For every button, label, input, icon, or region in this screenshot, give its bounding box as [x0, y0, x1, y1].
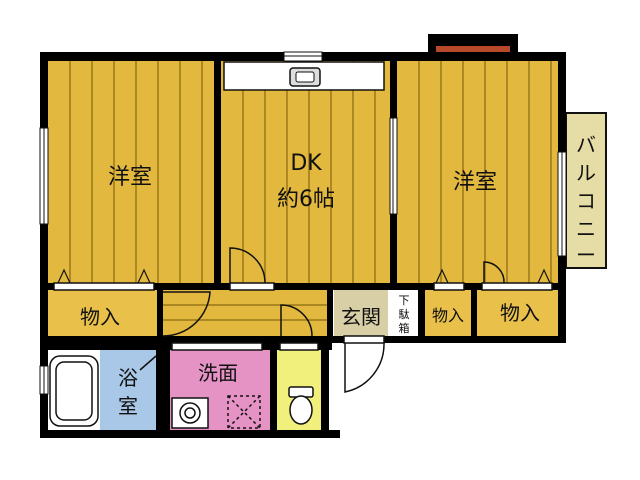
washing-machine-icon: [227, 395, 261, 429]
label-balcony-5: ー: [576, 243, 596, 267]
label-genkan: 玄関: [341, 305, 381, 329]
label-storage-right: 物入: [500, 301, 540, 325]
door-swing-toilet: [280, 304, 313, 337]
label-geta-2: 駄: [399, 307, 410, 321]
label-western-right: 洋室: [453, 170, 497, 195]
door-swing-hall: [162, 291, 211, 337]
labels: 洋室 DK 約6帖 洋室 物入 玄関 下 駄 箱 物入 物入 バ ル コ ニ ー…: [80, 133, 596, 418]
floor-western-right: [397, 60, 559, 283]
label-bath-2: 室: [118, 394, 138, 418]
kitchen-counter: [223, 61, 385, 91]
floor-dk: [221, 60, 391, 283]
floor-western-left: [47, 60, 214, 283]
floor-storage-mid: [425, 290, 471, 336]
label-balcony-3: コ: [576, 189, 596, 213]
closet-markers: [57, 268, 551, 284]
floor-fills: [47, 46, 607, 430]
floor-storage-right: [477, 290, 559, 336]
bath-fixtures: [49, 355, 314, 429]
floor-hall: [163, 290, 327, 336]
label-balcony-1: バ: [576, 133, 596, 157]
label-western-left: 洋室: [108, 165, 152, 190]
label-geta-1: 下: [399, 294, 410, 307]
floor-genkan: [334, 290, 388, 336]
label-balcony-2: ル: [576, 161, 596, 185]
door-swing-bath: [139, 355, 157, 371]
door-swing-dk: [229, 247, 266, 284]
balcony: [565, 112, 607, 269]
label-dk-size: 約6帖: [277, 187, 335, 212]
doors: [53, 247, 553, 393]
label-washroom: 洗面: [198, 361, 238, 385]
label-storage-mid: 物入: [432, 306, 464, 325]
floor-bath: [100, 350, 156, 430]
label-geta-3: 箱: [399, 321, 410, 335]
label-bath-1: 浴: [118, 366, 138, 390]
label-dk-title: DK: [290, 151, 322, 176]
door-swing-western-right: [483, 261, 505, 284]
label-storage-left: 物入: [80, 305, 120, 329]
wood-grain: [69, 60, 552, 321]
floor-storage-left: [47, 290, 157, 336]
floor-getabako: [390, 290, 418, 336]
door-swing-entrance: [344, 342, 385, 393]
label-balcony-4: ニ: [576, 217, 596, 241]
windows: [39, 51, 567, 395]
